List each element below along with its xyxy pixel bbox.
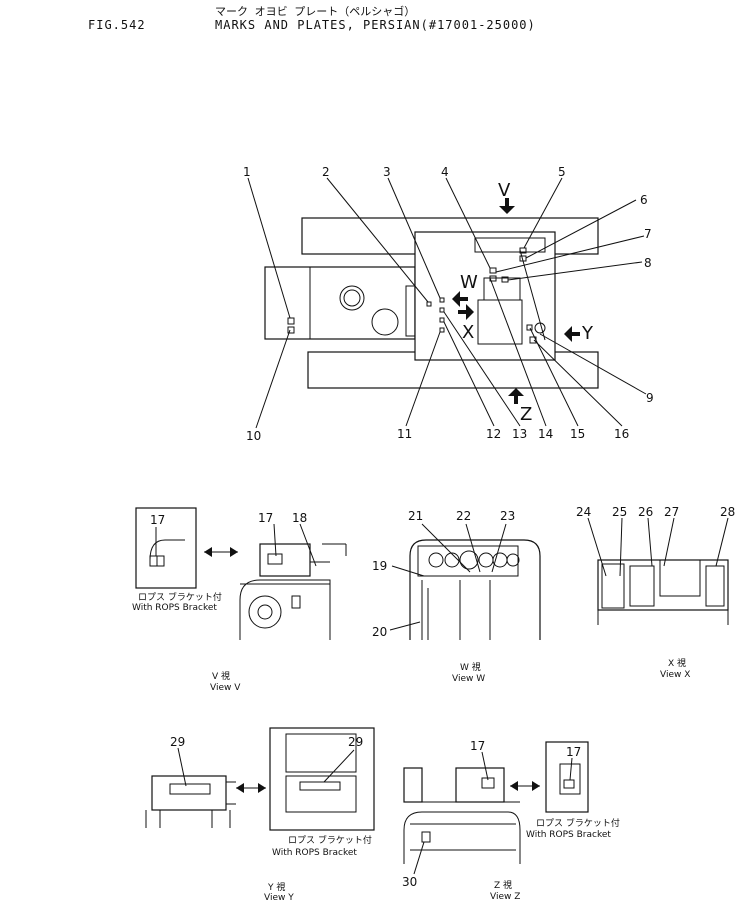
page-title: MARKS AND PLATES, PERSIAN(#17001-25000) [215, 18, 536, 32]
view-x-num-27: 27 [664, 505, 679, 519]
view-x-num-28: 28 [720, 505, 735, 519]
callout-7: 7 [644, 227, 652, 241]
view-y: 29 29 ロプス ブラケット付 With ROPS Bracket Y 視 V… [145, 727, 375, 902]
arrow-label-y: Y [581, 323, 594, 344]
view-x-caption-jp: X 視 [668, 657, 686, 669]
view-w-num-23: 23 [500, 509, 515, 523]
callout-3: 3 [383, 165, 391, 179]
view-w-num-21: 21 [408, 509, 423, 523]
view-v-bracket-jp: ロプス ブラケット付 [138, 591, 222, 603]
view-w-caption-en: View W [452, 674, 485, 684]
view-x: 24 25 26 27 28 X 視 View X [576, 505, 735, 680]
arrow-label-w: W [460, 272, 478, 293]
view-x-num-24: 24 [576, 505, 591, 519]
view-y-bracket-jp: ロプス ブラケット付 [288, 834, 372, 846]
callout-13: 13 [512, 427, 527, 441]
view-v-inset [135, 507, 197, 589]
view-y-inset [269, 727, 375, 831]
view-z-bracket-en: With ROPS Bracket [526, 830, 611, 840]
callout-5: 5 [558, 165, 566, 179]
view-y-caption-en: View Y [264, 893, 294, 902]
view-x-num-26: 26 [638, 505, 653, 519]
view-x-num-25: 25 [612, 505, 627, 519]
view-w-num-20: 20 [372, 625, 387, 639]
view-v-caption-en: View V [210, 683, 241, 693]
view-z-caption-en: View Z [490, 892, 520, 902]
arrow-label-v: V [498, 180, 511, 201]
view-v-caption-jp: V 視 [212, 670, 230, 682]
view-v: 17 17 18 ロプス ブラケット付 With ROPS Bracket V … [132, 507, 347, 693]
figure-number: FIG.542 [88, 18, 146, 32]
view-v-num-17: 17 [258, 511, 273, 525]
callout-8: 8 [644, 256, 652, 270]
header-japanese-title: マーク オヨビ プレート（ペルシャゴ） [215, 5, 416, 18]
view-y-caption-jp: Y 視 [267, 881, 285, 893]
arrow-label-z: Z [520, 404, 532, 425]
view-y-num-29-right: 29 [348, 735, 363, 749]
main-top-view: V W X Y Z 1 2 3 4 5 6 7 8 9 10 [243, 165, 654, 443]
view-z-num-30: 30 [402, 875, 417, 889]
view-z: 17 30 17 ロプス ブラケット付 With ROPS Bracket Z … [402, 739, 620, 902]
callout-15: 15 [570, 427, 585, 441]
operator-cab [414, 231, 556, 361]
callout-6: 6 [640, 193, 648, 207]
view-y-bracket-en: With ROPS Bracket [272, 848, 357, 858]
view-w-caption-jp: W 視 [460, 661, 481, 673]
arrow-label-x: X [462, 322, 474, 343]
view-z-inset [545, 741, 589, 813]
view-w-num-19: 19 [372, 559, 387, 573]
callout-9: 9 [646, 391, 654, 405]
view-z-inset-num: 17 [566, 745, 581, 759]
callout-1: 1 [243, 165, 251, 179]
view-w-num-22: 22 [456, 509, 471, 523]
callout-14: 14 [538, 427, 553, 441]
view-x-caption-en: View X [660, 670, 690, 680]
callout-10: 10 [246, 429, 261, 443]
view-y-num-29-left: 29 [170, 735, 185, 749]
view-z-num-17: 17 [470, 739, 485, 753]
view-z-caption-jp: Z 視 [494, 879, 512, 891]
view-z-bracket-jp: ロプス ブラケット付 [536, 817, 620, 829]
view-w: 21 22 23 19 20 W 視 View W [372, 509, 541, 684]
view-v-bracket-en: With ROPS Bracket [132, 603, 217, 613]
callout-12: 12 [486, 427, 501, 441]
callout-2: 2 [322, 165, 330, 179]
callout-11: 11 [397, 427, 412, 441]
view-v-inset-num: 17 [150, 513, 165, 527]
callout-16: 16 [614, 427, 629, 441]
callout-4: 4 [441, 165, 449, 179]
view-v-num-18: 18 [292, 511, 307, 525]
